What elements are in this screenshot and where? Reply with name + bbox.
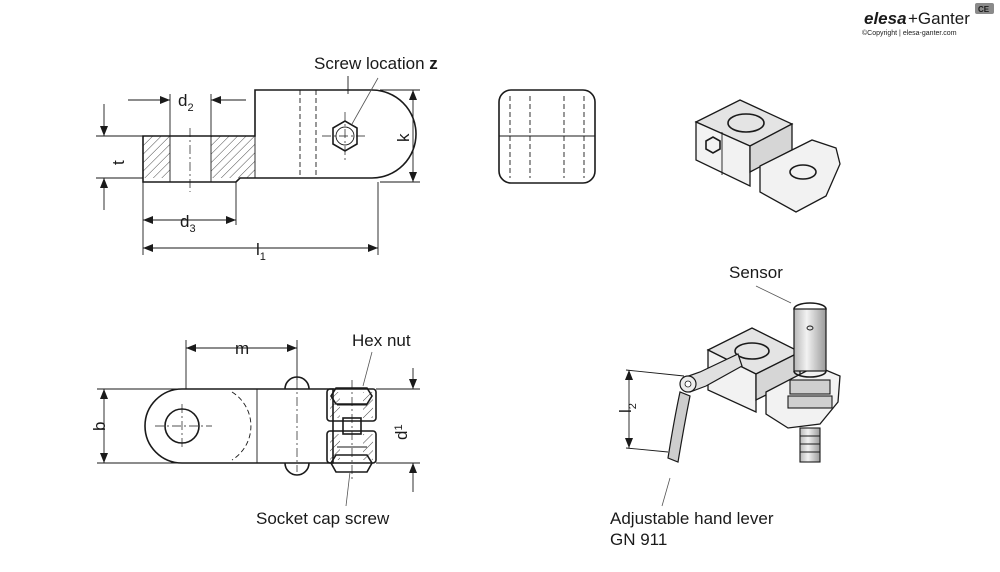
side-section-dimensions: d2 t k d3 l1 [96,89,420,263]
dim-t-label: t [109,160,128,165]
socket-cap-screw-icon [330,454,373,473]
hand-lever-label: Adjustable hand lever [610,509,774,528]
brand-name-ganter: +Ganter [908,9,970,28]
assembly-callouts: Sensor Adjustable hand lever GN 911 [610,263,792,549]
dim-m-label: m [235,339,249,358]
socket-cap-screw-label: Socket cap screw [256,509,390,528]
top-view-dimensions: m b d1 [90,339,420,492]
brand-logo: elesa +Ganter ©Copyright | elesa-ganter.… [862,3,994,37]
ce-badge-frame [975,3,994,14]
hex-nut-icon [330,387,373,405]
fastener-callouts: Hex nut Socket cap screw [256,331,411,528]
dim-d3-label: d3 [180,212,196,235]
dim-l2-label: l2 [616,403,639,413]
end-view [498,89,596,184]
top-view [144,376,377,480]
brand-name-elesa: elesa [864,9,907,28]
ce-badge: CE [978,5,990,14]
dim-k-label: k [394,133,413,142]
side-section-view [142,89,417,192]
screw-location-callout: Screw location z [314,54,438,125]
sensor-icon [787,302,833,463]
assembly-view [667,302,841,463]
dim-l1-label: l1 [256,240,266,263]
isometric-view [694,99,841,213]
hand-lever-icon [667,353,743,463]
sensor-label: Sensor [729,263,783,282]
assembly-dimensions: l2 [616,369,685,453]
screw-location-label: Screw location z [314,54,438,73]
hex-nut-label: Hex nut [352,331,411,350]
brand-copyright: ©Copyright | elesa-ganter.com [862,29,957,37]
hand-lever-model: GN 911 [610,530,667,549]
dim-d2-label: d2 [178,91,194,114]
dim-b-label: b [90,422,109,431]
dim-d1-label: d1 [392,424,411,440]
